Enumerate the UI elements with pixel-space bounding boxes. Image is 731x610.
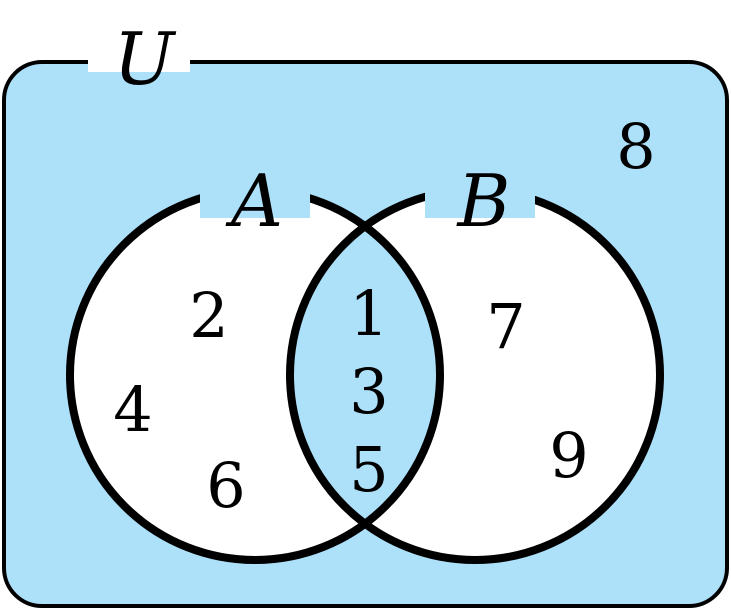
- element-intersection: 3: [349, 355, 388, 428]
- element-intersection: 1: [349, 277, 388, 350]
- intersection-region: [290, 190, 440, 560]
- element-outside: 8: [616, 110, 655, 183]
- universe-label: U: [114, 17, 177, 101]
- element-a-only: 2: [189, 279, 228, 352]
- element-intersection: 5: [349, 433, 388, 506]
- a-label-gap: [200, 180, 310, 218]
- element-b-only: 9: [549, 419, 588, 492]
- element-a-only: 6: [206, 449, 245, 522]
- element-a-only: 4: [113, 373, 152, 446]
- b-label-gap: [425, 180, 535, 218]
- set-a-label: A: [225, 159, 283, 243]
- element-b-only: 7: [486, 290, 525, 363]
- universe-label-gap: [88, 52, 190, 72]
- set-b-label: B: [456, 159, 511, 243]
